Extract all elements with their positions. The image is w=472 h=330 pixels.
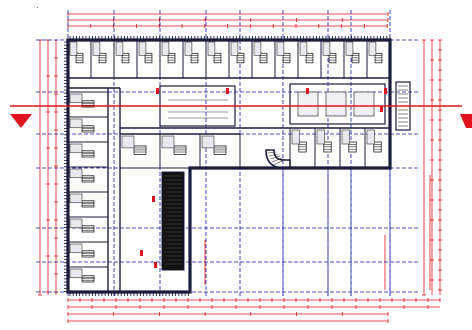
stair-tread: [270, 155, 281, 160]
bathroom: [207, 41, 216, 56]
door-marker: [140, 250, 143, 256]
bathroom: [366, 129, 375, 145]
section-arrow-right: [460, 114, 472, 128]
bathroom: [341, 129, 350, 145]
corner-mark: .: [36, 1, 39, 10]
bathroom: [230, 41, 239, 56]
bathroom: [69, 93, 83, 104]
stair-tread: [273, 159, 285, 166]
bathroom: [69, 218, 83, 229]
bathroom: [345, 41, 354, 56]
bathroom: [291, 129, 300, 145]
bathroom: [138, 41, 147, 56]
bathroom: [253, 41, 262, 56]
door-marker: [156, 88, 159, 94]
door-marker: [384, 88, 387, 94]
bathroom: [69, 143, 83, 154]
room: [199, 133, 241, 169]
section-arrow-left: [10, 114, 32, 128]
stair-tread: [267, 151, 277, 154]
stair-tread: [268, 153, 279, 157]
door-marker: [306, 88, 309, 94]
bathroom: [201, 135, 215, 149]
bathroom: [299, 41, 308, 56]
bathroom: [184, 41, 193, 56]
bathroom: [69, 243, 83, 254]
rooms: [67, 39, 391, 293]
room: [67, 266, 109, 293]
door-marker: [154, 262, 157, 268]
bathroom: [316, 129, 325, 145]
bathroom: [69, 193, 83, 204]
bathroom: [92, 41, 101, 56]
building-walls: [64, 36, 392, 296]
bathroom: [69, 268, 83, 279]
bathroom: [115, 41, 124, 56]
room: [366, 39, 391, 79]
bathroom: [161, 135, 175, 149]
curved-stair: [265, 149, 291, 169]
door-marker: [380, 106, 383, 112]
bathroom: [368, 41, 377, 56]
bathroom: [322, 41, 331, 56]
bathroom: [69, 168, 83, 179]
section-cut: [10, 88, 472, 268]
main-stair: [161, 171, 185, 271]
bathroom: [161, 41, 170, 56]
bathroom: [121, 135, 135, 149]
door-marker: [226, 88, 229, 94]
stair-tread: [271, 157, 283, 163]
bathroom: [69, 118, 83, 129]
dimension-lines: [38, 12, 442, 323]
service-room: [297, 91, 319, 117]
bathroom: [69, 41, 78, 56]
service-room: [325, 91, 347, 117]
service-room: [353, 91, 375, 117]
bathroom: [276, 41, 285, 56]
door-marker: [152, 196, 155, 202]
service-core: [289, 83, 386, 125]
room: [364, 127, 391, 169]
